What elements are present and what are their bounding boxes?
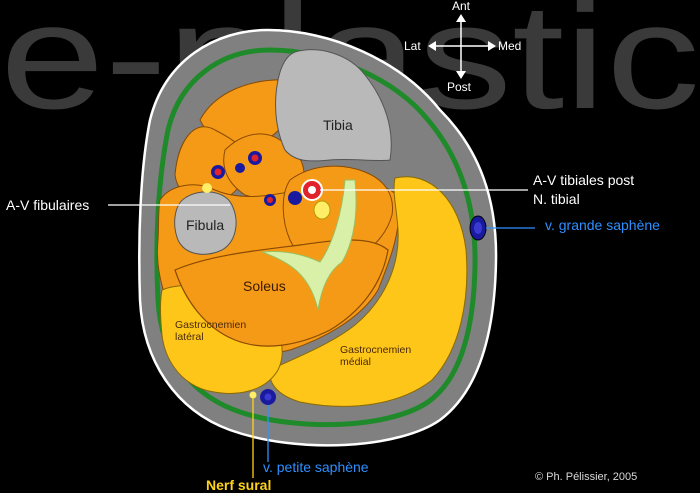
posterior-tibial-vein-2 bbox=[288, 191, 302, 205]
gastrocnemius-medial bbox=[269, 176, 468, 407]
arrow-left bbox=[428, 41, 436, 51]
fibular-nerve bbox=[202, 183, 212, 193]
copyright-credit: © Ph. Pélissier, 2005 bbox=[535, 471, 638, 483]
fibular-artery bbox=[214, 168, 222, 176]
orientation-post-label: Post bbox=[447, 80, 472, 94]
orientation-ant-label: Ant bbox=[452, 0, 471, 13]
intermuscular-septum bbox=[261, 179, 357, 311]
v-petite-saphene-label: v. petite saphène bbox=[263, 459, 369, 475]
arrow-right bbox=[488, 41, 496, 51]
soleus-label: Soleus bbox=[243, 278, 286, 294]
arrow-up bbox=[456, 14, 466, 22]
nerf-sural-label: Nerf sural bbox=[206, 477, 272, 493]
tibia-bone bbox=[275, 49, 392, 162]
fascia-ring bbox=[154, 47, 478, 428]
tibial-nerve bbox=[313, 200, 331, 220]
arrow-down bbox=[456, 71, 466, 79]
fibula-bone bbox=[174, 191, 237, 255]
gastro-lateral-label: Gastrocnemien latéral bbox=[175, 319, 247, 343]
gastro-medial-label: Gastrocnemien médial bbox=[340, 344, 412, 368]
av-tibiales-post-label: A-V tibiales post bbox=[533, 172, 635, 188]
v-grande-saphene-label: v. grande saphène bbox=[545, 217, 660, 233]
n-tibial-label: N. tibial bbox=[533, 191, 580, 207]
orientation-med-label: Med bbox=[498, 39, 522, 53]
great-saphenous-vein-lumen bbox=[474, 222, 482, 234]
small-saphenous-vein-lumen bbox=[264, 393, 272, 401]
sural-nerve bbox=[249, 391, 257, 399]
anterior-tibial-vein-2 bbox=[235, 163, 245, 173]
orientation-lat-label: Lat bbox=[404, 39, 421, 53]
tibia-label: Tibia bbox=[323, 117, 353, 133]
anterior-tibial-artery bbox=[251, 154, 259, 162]
posterior-tibial-artery-core bbox=[308, 186, 316, 194]
av-fibulaires-label: A-V fibulaires bbox=[6, 197, 90, 213]
fibula-label: Fibula bbox=[186, 217, 225, 233]
posterior-tibial-artery-small bbox=[267, 197, 273, 203]
